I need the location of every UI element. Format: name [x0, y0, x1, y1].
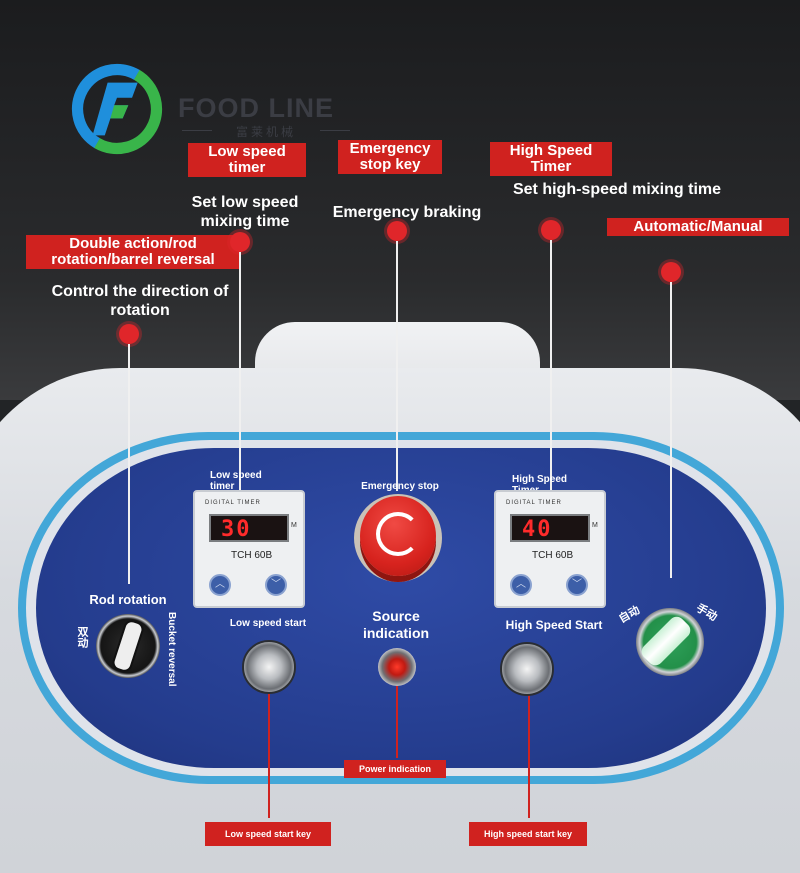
tag-high-speed-timer: High Speed Timer — [490, 142, 612, 176]
timer-digits: 40 — [522, 517, 553, 542]
low-speed-timer: DIGITAL TIMER 30 M TCH 60B ︿ ﹀ — [193, 490, 305, 608]
label-low-speed-start: Low speed start — [229, 618, 307, 629]
label-low-timer: Low speed timer — [210, 470, 262, 492]
callout-dot-rod-rotation — [119, 324, 139, 344]
timer-brand: DIGITAL TIMER — [205, 500, 261, 506]
timer-unit: M — [291, 522, 297, 529]
callout-line-high-start — [528, 690, 530, 818]
timer-down-button[interactable]: ﹀ — [265, 574, 287, 596]
timer-model: TCH 60B — [532, 550, 574, 561]
brand-subtitle: 富莱机械 — [182, 123, 350, 140]
label-double-action-cn: 双动 — [76, 626, 88, 648]
timer-display: 30 — [209, 514, 289, 542]
tag-power-indication: Power indication — [344, 760, 446, 778]
callout-line-power — [396, 686, 398, 758]
timer-digits: 30 — [221, 517, 252, 542]
tag-double-action: Double action/rod rotation/barrel revers… — [26, 235, 240, 269]
timer-model: TCH 60B — [231, 550, 273, 561]
power-indicator-light — [378, 648, 416, 686]
tag-low-speed-start-key: Low speed start key — [205, 822, 331, 846]
low-speed-start-button[interactable] — [242, 640, 296, 694]
timer-up-button[interactable]: ︿ — [209, 574, 231, 596]
callout-dot-high-timer — [541, 220, 561, 240]
callout-line-low-timer — [239, 252, 241, 490]
callout-dot-emergency — [387, 221, 407, 241]
high-speed-start-button[interactable] — [500, 642, 554, 696]
desc-direction-of-rotation: Control the direction of rotation — [51, 283, 229, 319]
tag-emergency-stop-key: Emergency stop key — [338, 140, 442, 174]
label-source-indication: Source indication — [362, 608, 430, 641]
desc-low-speed-timer: Set low speed mixing time — [191, 194, 299, 230]
callout-line-auto-manual — [670, 282, 672, 578]
label-bucket-reversal: Bucket reversal — [166, 612, 177, 687]
brand-name: FOOD LINE — [178, 93, 334, 123]
callout-dot-auto-manual — [661, 262, 681, 282]
desc-emergency-braking: Emergency braking — [332, 204, 482, 221]
timer-display: 40 — [510, 514, 590, 542]
timer-up-button[interactable]: ︿ — [510, 574, 532, 596]
label-high-speed-start: High Speed Start — [505, 618, 603, 632]
label-emergency-stop: Emergency stop — [361, 481, 439, 492]
high-speed-timer: DIGITAL TIMER 40 M TCH 60B ︿ ﹀ — [494, 490, 606, 608]
callout-dot-low-timer — [230, 232, 250, 252]
desc-high-speed-timer: Set high-speed mixing time — [512, 181, 722, 198]
tag-high-speed-start-key: High speed start key — [469, 822, 587, 846]
timer-down-button[interactable]: ﹀ — [566, 574, 588, 596]
label-rod-rotation: Rod rotation — [89, 592, 167, 607]
tag-low-speed-timer: Low speed timer — [188, 143, 306, 177]
callout-line-rod-rotation — [128, 344, 130, 584]
callout-line-low-start — [268, 690, 270, 818]
food-line-logo-icon — [71, 63, 163, 155]
timer-unit: M — [592, 522, 598, 529]
tag-automatic-manual: Automatic/Manual — [607, 218, 789, 236]
timer-brand: DIGITAL TIMER — [506, 500, 562, 506]
callout-line-emergency — [396, 241, 398, 491]
callout-line-high-timer — [550, 240, 552, 490]
rotate-arrow-icon — [376, 512, 420, 556]
